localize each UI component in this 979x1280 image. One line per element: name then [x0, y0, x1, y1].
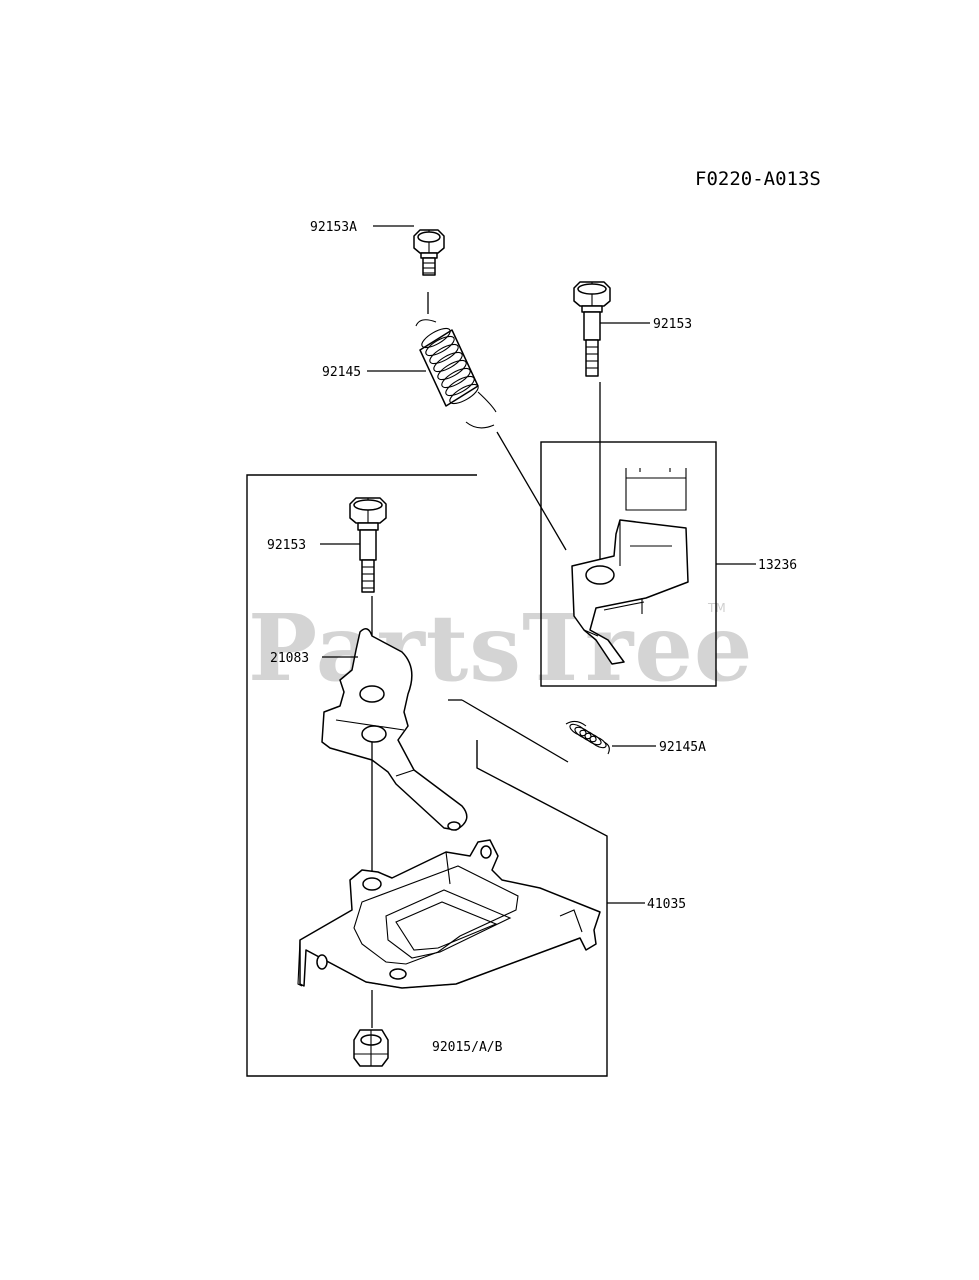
bolt-92153-left: [349, 497, 387, 593]
bolt-92153a: [413, 229, 445, 276]
bolt-92153-top: [573, 281, 611, 377]
part-label-92153-top[interactable]: 92153: [653, 317, 692, 332]
part-label-21083[interactable]: 21083: [270, 651, 309, 666]
diagram-code: F0220-A013S: [695, 168, 821, 190]
part-label-13236[interactable]: 13236: [758, 558, 797, 573]
guide-line: [461, 699, 569, 763]
lever-21083: [321, 628, 468, 831]
part-label-41035[interactable]: 41035: [647, 897, 686, 912]
guide-line: [496, 431, 567, 551]
watermark-text: PartsTree: [248, 594, 753, 702]
part-label-92153-left[interactable]: 92153: [267, 538, 306, 553]
part-label-92015[interactable]: 92015/A/B: [432, 1040, 503, 1055]
part-label-92145a[interactable]: 92145A: [659, 740, 706, 755]
assembly-box-41035: [246, 474, 608, 1077]
part-label-92153a[interactable]: 92153A: [310, 220, 357, 235]
base-plate-41035: [297, 839, 601, 989]
spring-92145a: [565, 720, 610, 755]
watermark: PartsTree TM: [248, 594, 753, 702]
bracket-13236: [571, 468, 689, 665]
spring-92145: [415, 319, 497, 429]
nut-92015: [353, 1029, 389, 1067]
part-label-92145[interactable]: 92145: [322, 365, 361, 380]
